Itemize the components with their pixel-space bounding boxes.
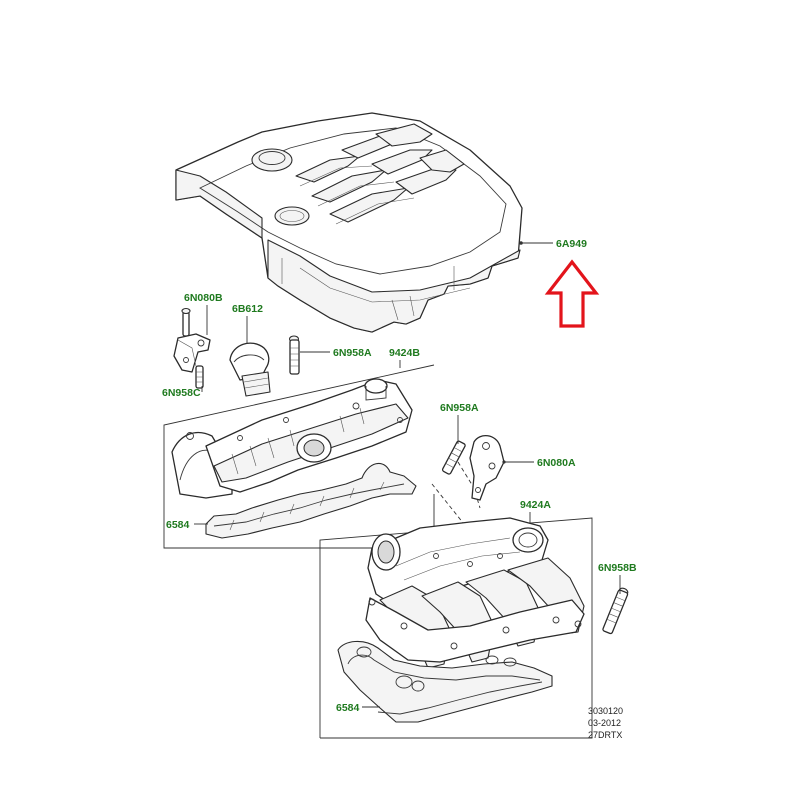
callout-label: 9424B: [389, 347, 420, 359]
callout-6N958C[interactable]: 6N958C: [162, 386, 203, 399]
cap-6B612: [229, 342, 271, 397]
callout-6N958A-upper[interactable]: 6N958A: [300, 347, 372, 359]
callout-6584-lower[interactable]: 6584: [336, 702, 380, 714]
callout-label: 6N958B: [598, 562, 637, 574]
callout-label: 6N080A: [537, 457, 576, 469]
callout-label: 6N958A: [333, 347, 372, 359]
clip-6N958C: [195, 365, 204, 389]
reference-code: 3030120 03-2012 27DRTX: [588, 706, 623, 740]
reference-line-2: 03-2012: [588, 718, 621, 728]
callout-9424A[interactable]: 9424A: [520, 499, 551, 524]
callout-label: 6A949: [556, 238, 587, 250]
manifold-9424A: [365, 517, 585, 669]
callout-6N958B[interactable]: 6N958B: [598, 562, 637, 594]
reference-line-1: 3030120: [588, 706, 623, 716]
manifold-9424B: [171, 378, 413, 499]
frame-9424A: [319, 517, 593, 739]
callout-6B612[interactable]: 6B612: [232, 303, 263, 344]
stud-6N958A-middle: [441, 440, 466, 475]
gasket-6584-upper: [205, 462, 417, 539]
callout-6A949[interactable]: 6A949: [519, 238, 587, 250]
gasket-6584-lower: [337, 640, 553, 723]
stud-6N958A-upper: [288, 335, 300, 375]
callout-label: 6N958C: [162, 387, 201, 399]
callout-6584-upper[interactable]: 6584: [166, 519, 208, 531]
reference-line-3: 27DRTX: [588, 730, 622, 740]
callout-6N080B[interactable]: 6N080B: [184, 292, 223, 335]
callout-label: 6B612: [232, 303, 263, 315]
arrow-up-outline-icon: [544, 259, 600, 328]
engine-cover: [175, 112, 523, 333]
callout-6N958A-middle[interactable]: 6N958A: [440, 402, 479, 444]
bracket-6N080A: [469, 435, 505, 501]
stud-6N958B: [602, 587, 629, 635]
callout-label: 6N080B: [184, 292, 223, 304]
callout-label: 6584: [336, 702, 360, 714]
callout-label: 6584: [166, 519, 190, 531]
callout-6N080A[interactable]: 6N080A: [502, 457, 576, 469]
callout-label: 9424A: [520, 499, 551, 511]
alignment-line: [431, 483, 465, 525]
callout-label: 6N958A: [440, 402, 479, 414]
bracket-6N080B: [173, 307, 211, 373]
callout-9424B[interactable]: 9424B: [389, 347, 420, 368]
